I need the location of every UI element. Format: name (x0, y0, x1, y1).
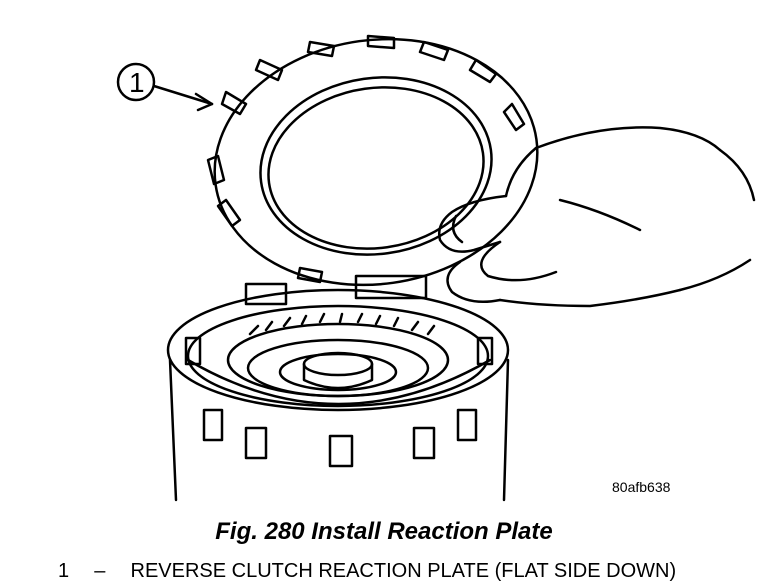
figure-caption: Fig. 280 Install Reaction Plate (215, 518, 553, 545)
hand (438, 126, 756, 308)
legend-text: REVERSE CLUTCH REACTION PLATE (FLAT SIDE… (130, 560, 677, 582)
reaction-plate-illustration: 1 80afb638 (116, 34, 756, 502)
clutch-drum (166, 288, 510, 502)
clutch-hub (226, 312, 450, 398)
image-code: 80afb638 (612, 479, 671, 495)
drum-lugs (184, 274, 494, 468)
reaction-plate (206, 34, 539, 287)
legend-number: 1 (58, 560, 70, 582)
callout-number: 1 (129, 67, 145, 98)
legend-dash: – (94, 560, 106, 582)
callout-1 (116, 62, 214, 112)
legend-item: 1 – REVERSE CLUTCH REACTION PLATE (FLAT … (58, 560, 676, 583)
